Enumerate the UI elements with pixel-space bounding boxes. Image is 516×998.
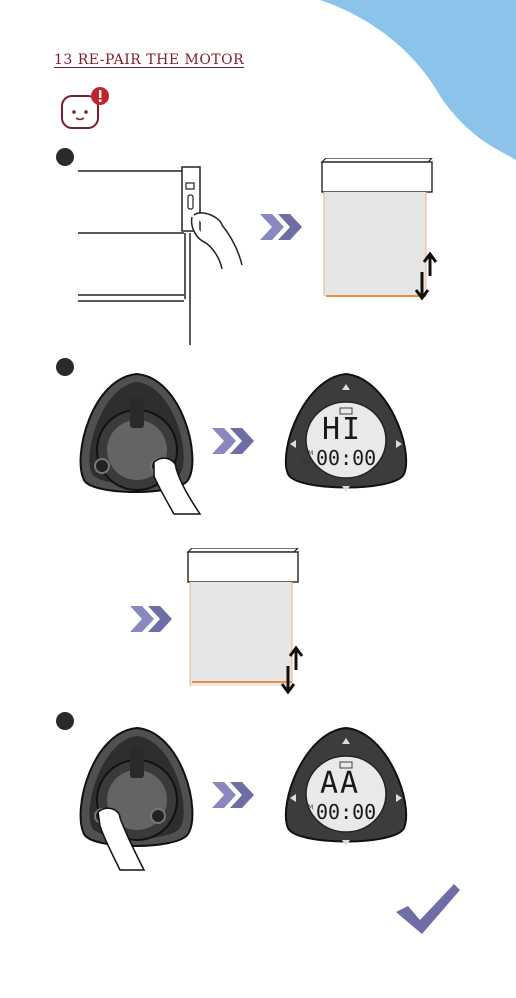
step-1-marker: [56, 148, 74, 166]
double-chevron-icon: [128, 606, 174, 632]
remote-display-pm: PM: [302, 459, 311, 466]
checkmark-icon: [392, 880, 464, 940]
shade-front-view-illustration: [318, 158, 444, 304]
shade-side-view-illustration: [72, 165, 252, 355]
remote-display-time: 00:00: [316, 800, 376, 824]
double-chevron-icon: [210, 428, 256, 454]
remote-display-time: 00:00: [316, 446, 376, 470]
remote-display-text: HI: [322, 412, 362, 447]
double-chevron-icon: [210, 782, 256, 808]
shade-front-view-illustration: [184, 548, 310, 694]
page-title: 13 RE-PAIR THE MOTOR: [54, 52, 244, 68]
remote-display-pm: PM: [302, 813, 311, 820]
remote-display-am: A M: [302, 450, 313, 457]
double-chevron-icon: [258, 214, 304, 240]
motor-head-press-illustration: [62, 368, 212, 518]
remote-display-text: AA: [320, 766, 360, 801]
remote-control-2: AA A M PM 00:00: [276, 724, 416, 854]
motor-head-press-illustration: [62, 722, 212, 872]
remote-display-am: A M: [302, 804, 313, 811]
remote-control-1: HI A M PM 00:00: [276, 370, 416, 500]
motor-warning-icon: [58, 86, 110, 132]
